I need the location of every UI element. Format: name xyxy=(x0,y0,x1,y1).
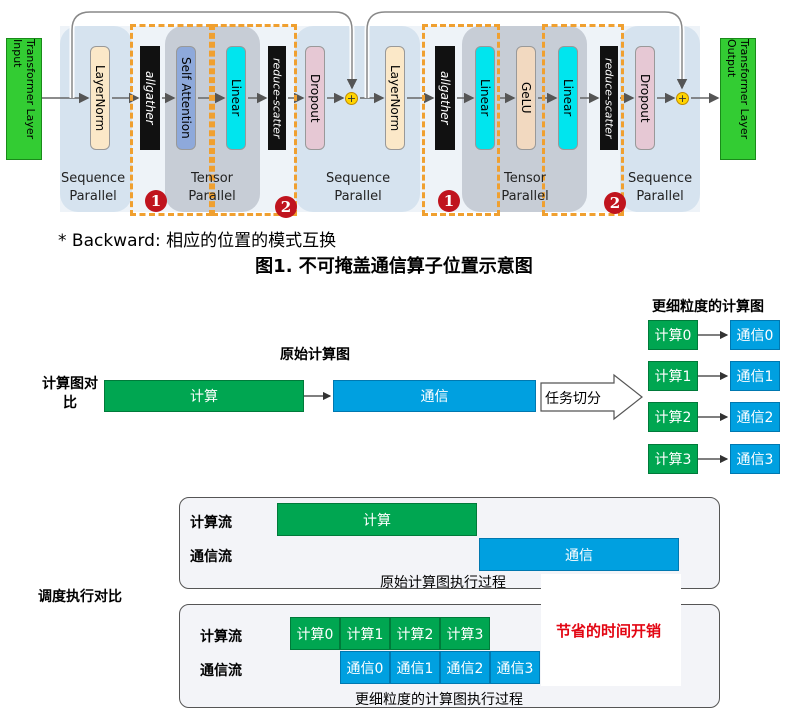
fine-comm-block: 通信1 xyxy=(730,361,780,391)
sequence-parallel-label-1: Sequence Parallel xyxy=(60,171,126,204)
layernorm-label: LayerNorm xyxy=(93,64,107,132)
badge-1: 1 xyxy=(145,190,167,212)
linear-label: Linear xyxy=(478,79,492,117)
compute-stream-label: 计算流 xyxy=(200,629,242,645)
original-comm-bar: 通信 xyxy=(479,538,679,571)
layernorm-block-1: LayerNorm xyxy=(90,46,110,150)
linear-block-2: Linear xyxy=(475,46,495,150)
comm-stream-label: 通信流 xyxy=(200,663,242,679)
dropout-label: Dropout xyxy=(308,73,322,123)
linear-block-1: Linear xyxy=(226,46,246,150)
fine-comm-bar: 通信3 xyxy=(490,651,540,684)
linear-label: Linear xyxy=(229,79,243,117)
transformer-input-label: Transformer Layer Input xyxy=(11,39,37,140)
compute-stream-label: 计算流 xyxy=(190,515,232,531)
original-compute-bar: 计算 xyxy=(277,503,477,536)
allgather-block-2: allgather xyxy=(435,46,455,150)
linear-block-3: Linear xyxy=(558,46,578,150)
gelu-label: GeLU xyxy=(519,82,533,114)
dropout-block-2: Dropout xyxy=(635,46,655,150)
fine-comm-bar: 通信2 xyxy=(440,651,490,684)
saved-time-region xyxy=(541,574,681,686)
self-attention-block: Self Attention xyxy=(176,46,196,150)
sequence-parallel-group-3 xyxy=(620,26,700,212)
comparison-section-label: 计算图对比 xyxy=(42,376,98,411)
fine-comm-block: 通信3 xyxy=(730,444,780,474)
reduce-scatter-label: reduce-scatter xyxy=(270,57,284,139)
transformer-input-box: Transformer Layer Input xyxy=(6,38,42,160)
comm-block: 通信 xyxy=(333,380,536,412)
highlight-region-1b xyxy=(212,24,297,216)
fine-compute-block: 计算0 xyxy=(648,320,698,350)
fine-compute-bar: 计算1 xyxy=(340,617,390,650)
tensor-parallel-label-1: Tensor Parallel xyxy=(188,171,236,204)
fine-compute-block: 计算2 xyxy=(648,402,698,432)
allgather-label: allgather xyxy=(143,71,157,125)
fine-compute-bar: 计算0 xyxy=(290,617,340,650)
highlight-region-2a xyxy=(422,24,500,216)
original-schedule-caption: 原始计算图执行过程 xyxy=(380,575,506,591)
reduce-scatter-block-1: reduce-scatter xyxy=(268,46,286,150)
fine-comm-block: 通信2 xyxy=(730,402,780,432)
gelu-block: GeLU xyxy=(516,46,536,150)
sequence-parallel-label-3: Sequence Parallel xyxy=(627,171,693,204)
self-attention-label: Self Attention xyxy=(179,57,193,139)
transformer-output-box: Transformer Layer Output xyxy=(720,38,756,160)
dropout-label: Dropout xyxy=(638,73,652,123)
fine-graph-title: 更细粒度的计算图 xyxy=(652,299,764,315)
highlight-region-1a xyxy=(130,24,212,216)
linear-label: Linear xyxy=(561,79,575,117)
reduce-scatter-label: reduce-scatter xyxy=(602,57,616,139)
badge-1: 1 xyxy=(438,190,460,212)
diagram-connectors xyxy=(42,9,720,104)
fine-comm-block: 通信0 xyxy=(730,320,780,350)
allgather-label: allgather xyxy=(438,71,452,125)
compute-block: 计算 xyxy=(104,380,304,412)
fine-compute-bar: 计算2 xyxy=(390,617,440,650)
transformer-output-label: Transformer Layer Output xyxy=(725,39,751,140)
task-split-label: 任务切分 xyxy=(545,391,601,407)
fine-comm-bar: 通信0 xyxy=(340,651,390,684)
fine-schedule-caption: 更细粒度的计算图执行过程 xyxy=(355,692,523,708)
schedule-section-label: 调度执行对比 xyxy=(38,589,122,605)
comparison-arrows xyxy=(304,330,729,464)
layernorm-block-2: LayerNorm xyxy=(385,46,405,150)
dropout-block-1: Dropout xyxy=(305,46,325,150)
allgather-block-1: allgather xyxy=(140,46,160,150)
tensor-parallel-label-2: Tensor Parallel xyxy=(501,171,549,204)
transformer-diagram: Transformer Layer Input Transformer Laye… xyxy=(0,0,788,225)
fine-comm-bar: 通信1 xyxy=(390,651,440,684)
fine-compute-block: 计算3 xyxy=(648,444,698,474)
highlight-region-2b xyxy=(542,24,624,216)
reduce-scatter-block-2: reduce-scatter xyxy=(600,46,618,150)
sequence-parallel-label-2: Sequence Parallel xyxy=(325,171,391,204)
badge-2: 2 xyxy=(275,196,297,218)
layernorm-label: LayerNorm xyxy=(388,64,402,132)
residual-add-icon-2: + xyxy=(676,92,689,105)
original-graph-title: 原始计算图 xyxy=(280,347,350,363)
fine-compute-bar: 计算3 xyxy=(440,617,490,650)
figure-title: 图1. 不可掩盖通信算子位置示意图 xyxy=(255,256,533,277)
backward-note: * Backward: 相应的位置的模式互换 xyxy=(58,231,337,251)
residual-add-icon-1: + xyxy=(345,92,358,105)
fine-compute-block: 计算1 xyxy=(648,361,698,391)
badge-2: 2 xyxy=(604,192,626,214)
saved-time-label: 节省的时间开销 xyxy=(556,622,662,640)
comm-stream-label: 通信流 xyxy=(190,549,232,565)
